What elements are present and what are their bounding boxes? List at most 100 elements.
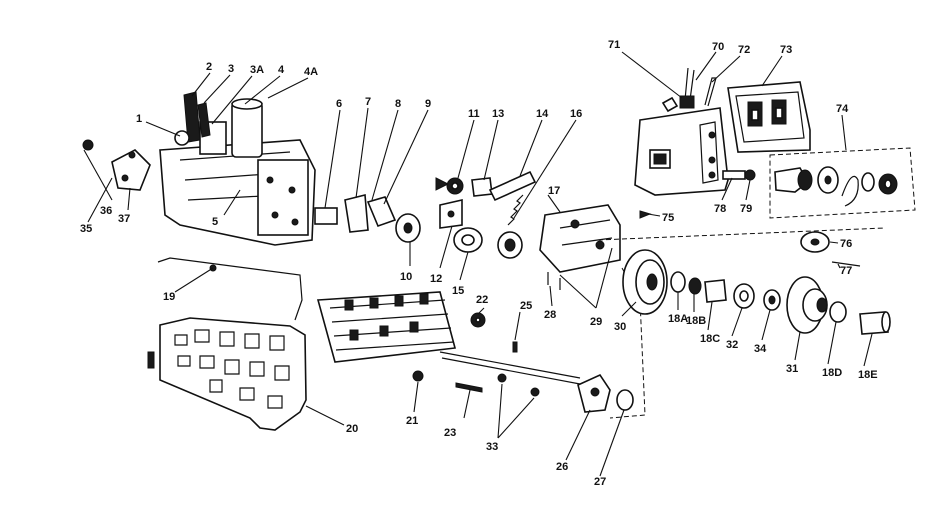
callout-3a: 3A <box>250 64 264 76</box>
callout-71: 71 <box>608 39 620 51</box>
part-74-motor-parts <box>774 166 898 207</box>
callout-76: 76 <box>840 238 852 250</box>
part-27-cap <box>616 389 634 411</box>
callout-8: 8 <box>395 98 401 110</box>
part-17-bracket <box>539 204 621 290</box>
part-18e-sleeve <box>859 311 891 335</box>
part-76-washer <box>800 231 830 253</box>
part-switch-block <box>159 91 316 246</box>
callout-78: 78 <box>714 203 726 215</box>
callout-34: 34 <box>754 343 767 355</box>
part-78-79-shaft <box>722 169 756 181</box>
part-15-ring <box>453 227 483 253</box>
part-26-bearing-bracket <box>577 373 611 413</box>
callout-23: 23 <box>444 427 456 439</box>
callout-14: 14 <box>536 108 549 120</box>
callout-5: 5 <box>212 216 218 228</box>
callout-77: 77 <box>840 265 852 277</box>
callout-74: 74 <box>836 103 849 115</box>
part-control-panel <box>634 107 729 196</box>
part-77-pin <box>831 261 861 267</box>
callout-31: 31 <box>786 363 798 375</box>
callout-10: 10 <box>400 271 412 283</box>
part-23-screw <box>455 382 483 393</box>
callout-36: 36 <box>100 205 112 217</box>
callout-13: 13 <box>492 108 504 120</box>
part-bracket-35-37 <box>111 149 151 191</box>
part-7 <box>344 193 369 233</box>
part-20-frame <box>147 317 307 431</box>
callout-2: 2 <box>206 61 212 73</box>
callout-72: 72 <box>738 44 750 56</box>
part-33-washers <box>497 373 540 397</box>
callout-21: 21 <box>406 415 418 427</box>
callout-18b: 18B <box>686 315 706 327</box>
part-screw-36 <box>82 139 94 151</box>
part-12-bracket <box>439 198 463 229</box>
callout-26: 26 <box>556 461 568 473</box>
callout-37: 37 <box>118 213 130 225</box>
part-18c-sleeve <box>704 279 727 303</box>
callout-labels: 1 2 3 3A 4 4A 5 6 7 8 9 10 11 12 13 14 1… <box>80 39 878 488</box>
part-8 <box>366 196 397 228</box>
part-70-71-72-wires <box>661 67 717 113</box>
callout-18a: 18A <box>668 313 688 325</box>
part-34-washer <box>763 289 781 311</box>
callout-1: 1 <box>136 113 142 125</box>
callout-35: 35 <box>80 223 92 235</box>
part-16-spring <box>507 194 524 226</box>
callout-33: 33 <box>486 441 498 453</box>
callout-79: 79 <box>740 203 752 215</box>
part-18b-bushing <box>688 277 702 295</box>
callout-4: 4 <box>278 64 285 76</box>
callout-9: 9 <box>425 98 431 110</box>
callout-15: 15 <box>452 285 464 297</box>
part-10-knob <box>395 213 421 243</box>
callout-17: 17 <box>548 185 560 197</box>
callout-19: 19 <box>163 291 175 303</box>
part-11-screw <box>435 177 450 191</box>
part-shaft-edge <box>441 357 581 385</box>
callout-70: 70 <box>712 41 724 53</box>
callout-6: 6 <box>336 98 342 110</box>
part-11-nut <box>446 177 464 195</box>
part-13-clip <box>471 177 493 197</box>
part-22-nut <box>470 312 486 328</box>
part-bushing-16 <box>497 231 523 259</box>
callout-7: 7 <box>365 96 371 108</box>
part-shaft <box>439 351 581 379</box>
part-18a-bushing <box>670 271 686 293</box>
part-drum-cam <box>316 291 457 363</box>
callout-22: 22 <box>476 294 488 306</box>
callout-4a: 4A <box>304 66 318 78</box>
part-21-screw <box>412 370 424 382</box>
part-32-ring <box>733 283 755 309</box>
callout-16: 16 <box>570 108 582 120</box>
leader-lines <box>83 51 873 477</box>
callout-29: 29 <box>590 316 602 328</box>
part-31-clutch-disc <box>786 276 828 334</box>
callout-73: 73 <box>780 44 792 56</box>
callout-3: 3 <box>228 63 234 75</box>
part-25-pin <box>512 341 518 353</box>
callout-28: 28 <box>544 309 556 321</box>
callout-32: 32 <box>726 339 738 351</box>
callout-27: 27 <box>594 476 606 488</box>
part-6 <box>314 207 338 225</box>
callout-18e: 18E <box>858 369 878 381</box>
callout-11: 11 <box>468 108 480 120</box>
part-30-pulley <box>622 249 668 315</box>
callout-18c: 18C <box>700 333 720 345</box>
part-14-lever <box>488 170 537 202</box>
part-75-screw <box>639 210 652 219</box>
part-74-dashed-box <box>769 147 916 219</box>
part-73-timer-module <box>727 81 811 153</box>
part-18d-ring <box>829 301 847 323</box>
callout-20: 20 <box>346 423 358 435</box>
callout-30: 30 <box>614 321 626 333</box>
callout-25: 25 <box>520 300 532 312</box>
callout-18d: 18D <box>822 367 842 379</box>
callout-75: 75 <box>662 212 674 224</box>
